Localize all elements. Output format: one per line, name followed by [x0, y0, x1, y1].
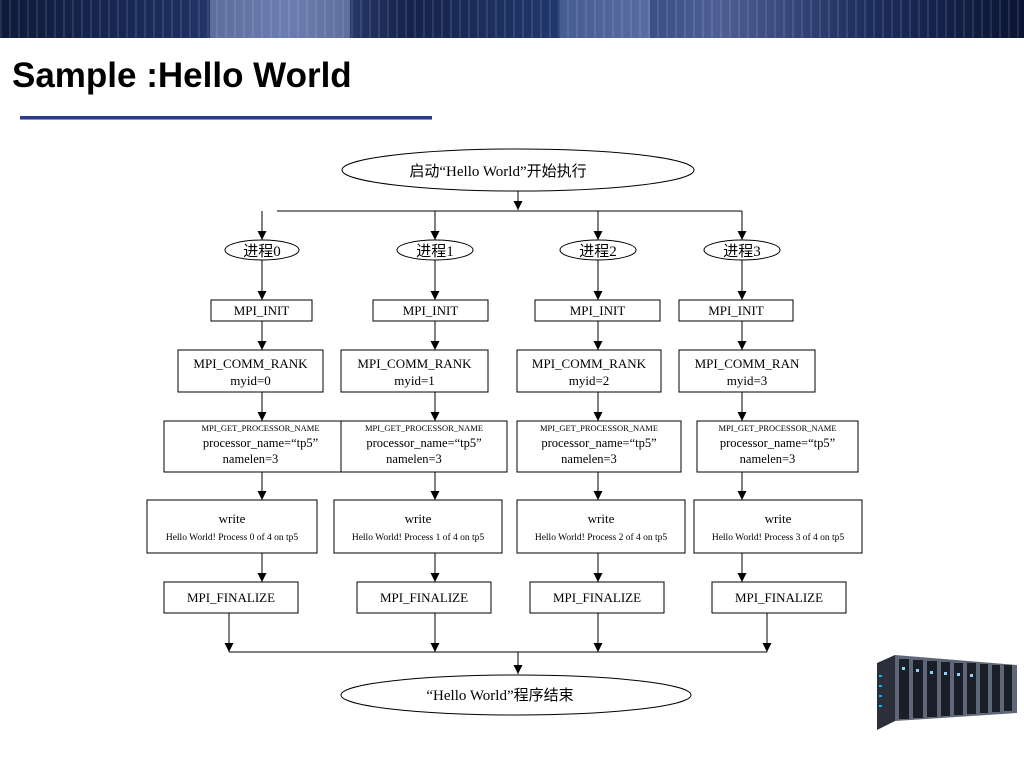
mpi-comm-rank-label: MPI_COMM_RANK — [357, 356, 472, 371]
write-box — [146, 499, 318, 554]
mpi-init-label: MPI_INIT — [708, 303, 764, 318]
banner-highlight — [210, 0, 350, 38]
namelen-value: namelen=3 — [740, 452, 796, 466]
mpi-finalize-label: MPI_FINALIZE — [553, 590, 641, 605]
mpi-comm-rank-label: MPI_COMM_RAN — [695, 356, 800, 371]
mpi-finalize-box — [163, 581, 299, 614]
mpi-comm-rank-box — [177, 349, 324, 393]
mpi-get-processor-name-label: MPI_GET_PROCESSOR_NAME — [365, 423, 483, 433]
mpi-get-processor-name-box — [340, 420, 508, 473]
processor-name-value: processor_name=“tp5” — [203, 436, 318, 450]
processor-name-value: processor_name=“tp5” — [720, 436, 835, 450]
page-title: Sample :Hello World — [12, 56, 352, 95]
processor-name-value: processor_name=“tp5” — [366, 436, 481, 450]
mpi-init-label: MPI_INIT — [570, 303, 626, 318]
write-label: write — [219, 511, 246, 526]
mpi-comm-rank-box — [678, 349, 816, 393]
mpi-get-processor-name-box — [516, 420, 682, 473]
mpi-get-processor-name-label: MPI_GET_PROCESSOR_NAME — [201, 423, 319, 433]
write-box — [693, 499, 863, 554]
namelen-value: namelen=3 — [386, 452, 442, 466]
processor-name-value: processor_name=“tp5” — [541, 436, 656, 450]
end-label: “Hello World”程序结束 — [426, 687, 573, 704]
server-rack-image — [877, 655, 1017, 730]
namelen-value: namelen=3 — [223, 452, 279, 466]
mpi-init-box — [678, 299, 794, 322]
mpi-get-processor-name-box — [163, 420, 358, 473]
mpi-get-processor-name-label: MPI_GET_PROCESSOR_NAME — [718, 423, 836, 433]
write-box — [333, 499, 503, 554]
write-box — [516, 499, 686, 554]
mpi-get-processor-name-label: MPI_GET_PROCESSOR_NAME — [540, 423, 658, 433]
mpi-get-processor-name-box — [696, 420, 859, 473]
write-label: write — [405, 511, 432, 526]
mpi-comm-rank-label: MPI_COMM_RANK — [193, 356, 308, 371]
write-output-text: Hello World! Process 2 of 4 on tp5 — [535, 532, 668, 543]
mpi-finalize-box — [529, 581, 665, 614]
write-output-text: Hello World! Process 3 of 4 on tp5 — [712, 532, 845, 543]
mpi-finalize-label: MPI_FINALIZE — [380, 590, 468, 605]
banner-highlight-2 — [560, 0, 650, 38]
myid-value: myid=0 — [230, 373, 271, 388]
namelen-value: namelen=3 — [561, 452, 617, 466]
process-label: 进程0 — [243, 243, 281, 260]
mpi-finalize-label: MPI_FINALIZE — [187, 590, 275, 605]
write-label: write — [588, 511, 615, 526]
myid-value: myid=3 — [727, 373, 768, 388]
mpi-finalize-label: MPI_FINALIZE — [735, 590, 823, 605]
process-label: 进程1 — [416, 243, 454, 260]
header-banner — [0, 0, 1024, 38]
mpi-init-label: MPI_INIT — [403, 303, 459, 318]
mpi-comm-rank-box — [340, 349, 489, 393]
write-output-text: Hello World! Process 1 of 4 on tp5 — [352, 532, 485, 543]
process-label: 进程2 — [579, 243, 617, 260]
write-label: write — [765, 511, 792, 526]
mpi-finalize-box — [356, 581, 492, 614]
banner-stripes — [0, 0, 1024, 38]
myid-value: myid=2 — [569, 373, 610, 388]
myid-value: myid=1 — [394, 373, 435, 388]
mpi-init-label: MPI_INIT — [234, 303, 290, 318]
end-node — [340, 674, 692, 716]
mpi-comm-rank-label: MPI_COMM_RANK — [532, 356, 647, 371]
mpi-init-box — [372, 299, 489, 322]
write-output-text: Hello World! Process 0 of 4 on tp5 — [166, 532, 299, 543]
mpi-finalize-box — [711, 581, 847, 614]
start-label: 启动“Hello World”开始执行 — [409, 163, 586, 180]
title-underline — [20, 116, 432, 119]
process-label: 进程3 — [723, 243, 761, 260]
mpi-comm-rank-box — [516, 349, 662, 393]
